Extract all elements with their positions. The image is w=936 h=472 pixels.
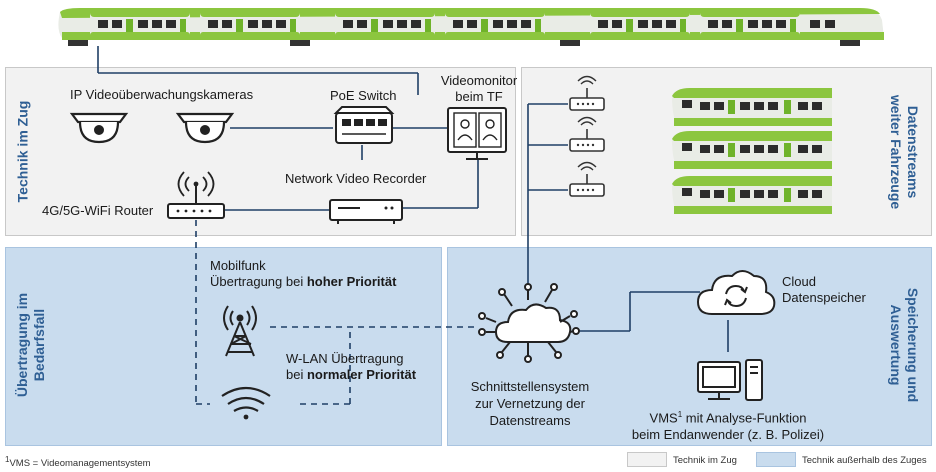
section-label-datenstreams-line2: weiter Fahrzeuge bbox=[888, 94, 904, 210]
other-train-image bbox=[672, 88, 832, 126]
schnitt-line1: Schnittstellensystem bbox=[470, 379, 590, 394]
section-label-speicherung-line2: Auswertung bbox=[888, 304, 904, 386]
other-train-image bbox=[672, 131, 832, 169]
cloud-line2: Datenspeicher bbox=[782, 290, 866, 305]
section-label-speicherung: Speicherung und Auswertung bbox=[887, 275, 921, 415]
wlan-label: W-LAN Übertragung bei normaler Priorität bbox=[286, 351, 416, 383]
modem-icon bbox=[569, 116, 605, 152]
section-label-uebertragung-line2: Bedarfsfall bbox=[31, 308, 47, 382]
mobilfunk-line2-text: Übertragung bei bbox=[210, 274, 307, 289]
monitor-label: Videomonitor beim TF bbox=[440, 73, 518, 105]
poe-switch-label: PoE Switch bbox=[330, 88, 397, 103]
legend-swatch-inside bbox=[627, 452, 667, 467]
wlan-line2-text: bei bbox=[286, 367, 307, 382]
wlan-line2: bei normaler Priorität bbox=[286, 367, 416, 383]
dome-camera-icon bbox=[175, 112, 235, 144]
cloud-line1: Cloud bbox=[782, 274, 816, 289]
schnitt-line3: Datenstreams bbox=[489, 413, 571, 428]
nvr-icon bbox=[329, 199, 403, 224]
wired-connections bbox=[97, 46, 729, 352]
legend-label-inside: Technik im Zug bbox=[673, 455, 737, 466]
dome-camera-icon bbox=[69, 112, 129, 144]
modem-icon bbox=[569, 75, 605, 111]
cameras-label: IP Videoüberwachungskameras bbox=[70, 87, 254, 102]
workstation-icon bbox=[697, 359, 763, 401]
modem-icon bbox=[569, 161, 605, 197]
footnote-text: VMS = Videomanagementsystem bbox=[9, 458, 151, 470]
interface-hub-icon bbox=[478, 283, 580, 363]
panel-uebertragung bbox=[5, 247, 442, 446]
mobilfunk-line1: Mobilfunk bbox=[210, 258, 266, 273]
vms-line2: beim Endanwender (z. B. Polizei) bbox=[631, 427, 825, 443]
mobilfunk-label: Mobilfunk Übertragung bei hoher Prioritä… bbox=[210, 258, 396, 290]
router-label: 4G/5G-WiFi Router bbox=[42, 203, 154, 218]
wireless-connections bbox=[195, 220, 478, 405]
vms-sup: 1 bbox=[677, 410, 683, 419]
wlan-line1: W-LAN Übertragung bbox=[286, 351, 404, 366]
vms-prefix: VMS bbox=[649, 410, 678, 426]
section-label-speicherung-line1: Speicherung und bbox=[905, 287, 921, 403]
other-train-image bbox=[672, 176, 832, 214]
poe-switch-icon bbox=[333, 106, 395, 144]
monitor-label-line1: Videomonitor bbox=[440, 73, 518, 88]
mobilfunk-priority: hoher Priorität bbox=[306, 274, 397, 289]
section-label-datenstreams: Datenstreams weiter Fahrzeuge bbox=[887, 82, 921, 222]
cloud-storage-icon bbox=[696, 270, 776, 315]
footnote-sup: 1 bbox=[5, 455, 10, 464]
section-label-datenstreams-line1: Datenstreams bbox=[905, 105, 921, 199]
cell-tower-icon bbox=[223, 305, 257, 357]
nvr-label: Network Video Recorder bbox=[285, 171, 427, 186]
schnittstellensystem-label: Schnittstellensystem zur Vernetzung der … bbox=[460, 378, 600, 429]
legend-label-outside: Technik außerhalb des Zuges bbox=[802, 455, 927, 466]
footnote: 1VMS = Videomanagementsystem bbox=[5, 452, 151, 472]
vms-label: VMS1 mit Analyse-Funktion beim Endanwend… bbox=[618, 406, 838, 443]
section-label-uebertragung: Übertragung im Bedarfsfall bbox=[14, 275, 48, 415]
video-monitor-icon bbox=[447, 107, 507, 160]
schnitt-line2: zur Vernetzung der bbox=[475, 396, 585, 411]
monitor-label-line2: beim TF bbox=[455, 89, 503, 104]
section-label-uebertragung-line1: Übertragung im bbox=[14, 292, 30, 398]
router-icon bbox=[167, 171, 225, 219]
vms-line1: VMS1 mit Analyse-Funktion bbox=[618, 406, 838, 426]
vms-suffix: mit Analyse-Funktion bbox=[682, 410, 807, 426]
wifi-icon bbox=[221, 386, 271, 420]
legend-swatch-outside bbox=[756, 452, 796, 467]
mobilfunk-line2: Übertragung bei hoher Priorität bbox=[210, 274, 396, 290]
cloud-label: Cloud Datenspeicher bbox=[782, 274, 866, 306]
section-label-technik-im-zug: Technik im Zug bbox=[14, 100, 31, 203]
wlan-priority: normaler Priorität bbox=[306, 367, 417, 382]
main-train-image bbox=[58, 8, 884, 46]
